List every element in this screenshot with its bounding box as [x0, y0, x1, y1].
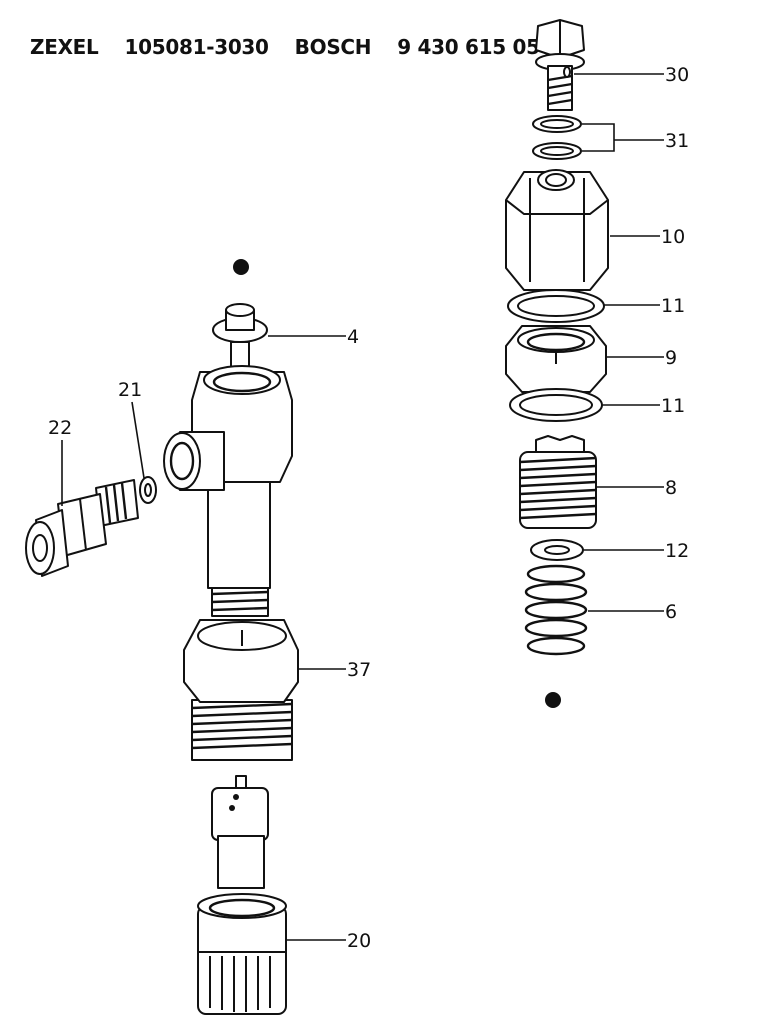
part-11-washer-upper	[507, 289, 605, 323]
part-30-bolt	[535, 19, 585, 111]
callout-20: 20	[347, 930, 371, 952]
callout-31: 31	[665, 130, 689, 152]
continuation-dot-lower	[545, 692, 561, 708]
callout-labels: 30 31 10 11 9 11 8 12 6 4 21 22 37 20	[48, 64, 689, 952]
zexel-part-number: 105081-3030	[124, 35, 269, 59]
part-number-header: ZEXEL 105081-3030 BOSCH 9 430 615 050	[30, 35, 579, 59]
callout-8: 8	[665, 477, 677, 499]
part-37-retaining-nut	[183, 619, 299, 761]
part-11-washer-lower	[509, 388, 603, 422]
bosch-part-number: 9 430 615 050	[397, 35, 554, 59]
part-8-adjusting-screw	[519, 435, 597, 529]
callout-11-upper: 11	[661, 295, 685, 317]
part-22-inlet-connector	[25, 479, 139, 577]
callout-12: 12	[665, 540, 689, 562]
callout-9: 9	[665, 347, 677, 369]
part-6-spring	[524, 564, 588, 656]
nozzle-holder-body	[163, 365, 293, 617]
callout-4: 4	[347, 326, 359, 348]
callout-21: 21	[118, 379, 142, 401]
part-9-nut	[505, 325, 607, 393]
callout-30: 30	[665, 64, 689, 86]
callout-10: 10	[661, 226, 685, 248]
part-12-spring-seat	[530, 539, 584, 561]
brand-zexel: ZEXEL	[30, 35, 99, 59]
leader-lines	[61, 73, 664, 941]
part-10-cap-nut	[505, 169, 609, 291]
nozzle	[211, 775, 269, 889]
brand-bosch: BOSCH	[294, 35, 372, 59]
callout-6: 6	[665, 601, 677, 623]
part-20-cap-nut	[197, 893, 287, 1015]
callout-22: 22	[48, 417, 72, 439]
part-31-washers	[532, 115, 582, 160]
callout-37: 37	[347, 659, 371, 681]
part-21-washer	[139, 476, 157, 504]
part-4-pin	[212, 303, 268, 373]
callout-11-lower: 11	[661, 395, 685, 417]
continuation-dot-upper	[233, 259, 249, 275]
